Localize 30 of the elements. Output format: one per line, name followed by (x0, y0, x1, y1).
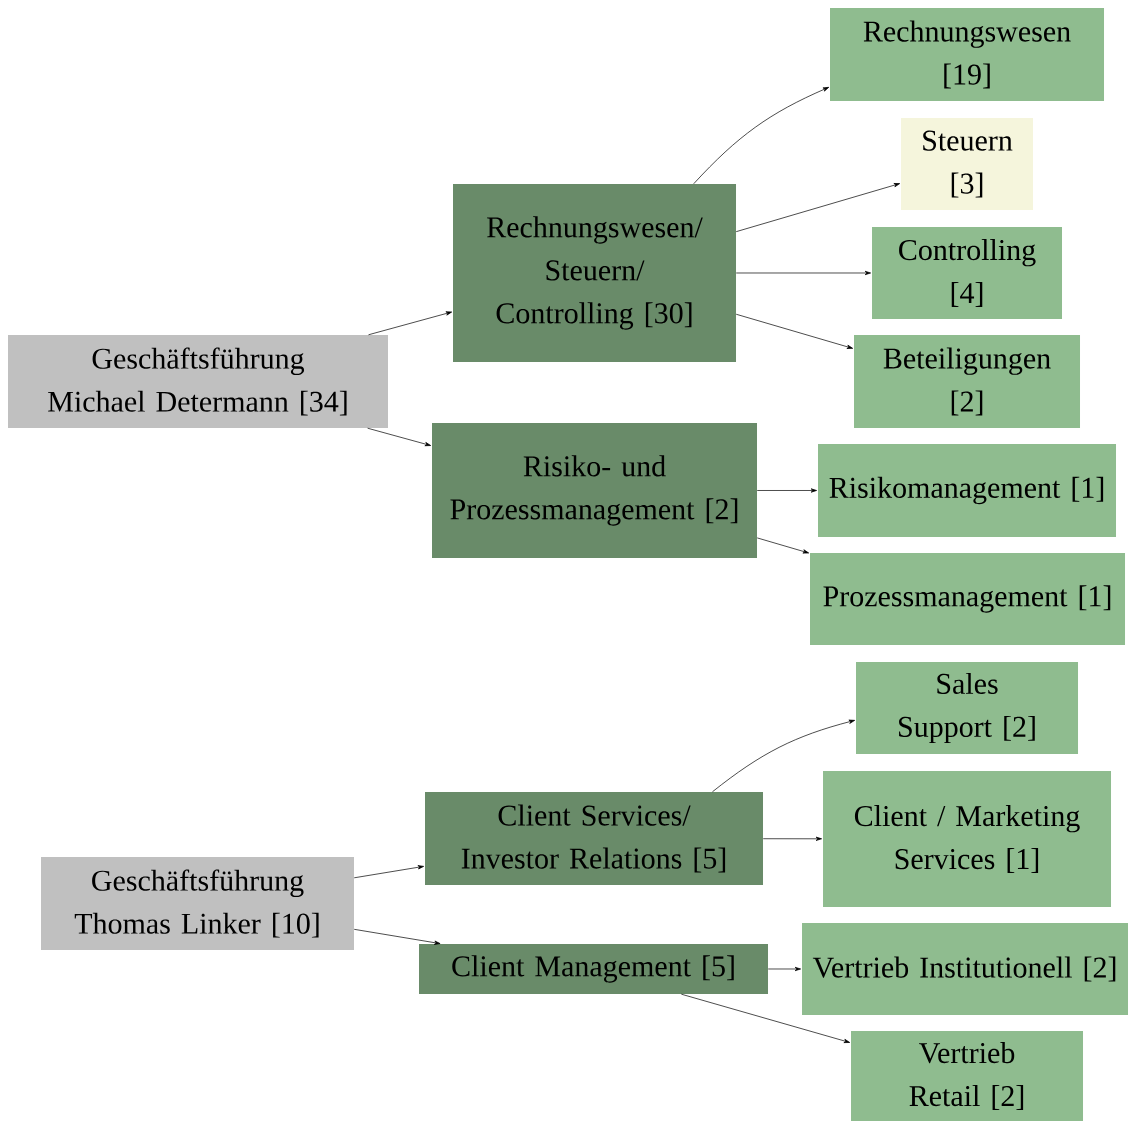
org-box: Vertrieb Retail [2] (851, 1031, 1083, 1121)
org-box: Geschäftsführung Michael Determann [34] (8, 335, 388, 428)
arrow (735, 313, 854, 349)
org-box: Risikomanagement [1] (818, 444, 1116, 537)
arrow (762, 836, 822, 841)
org-box: Sales Support [2] (856, 662, 1078, 754)
org-box: Rechnungswesen [19] (830, 8, 1104, 101)
org-box: Client Management [5] (419, 944, 768, 994)
arrow (767, 966, 801, 972)
arrow (353, 928, 441, 945)
org-box: Geschäftsführung Thomas Linker [10] (41, 857, 354, 950)
org-box: Client / Marketing Services [1] (823, 771, 1111, 907)
arrow (735, 270, 871, 276)
arrow (368, 311, 453, 336)
org-box: Rechnungswesen/ Steuern/ Controlling [30] (453, 184, 736, 362)
org-box: Controlling [4] (872, 227, 1062, 319)
org-box: Client Services/ Investor Relations [5] (425, 792, 763, 885)
arrow (756, 488, 817, 493)
arrow (367, 427, 432, 447)
arrow (756, 537, 810, 554)
org-box: Vertrieb Institutionell [2] (802, 923, 1128, 1015)
org-box: Prozessmanagement [1] (810, 553, 1125, 645)
arrow (712, 719, 855, 793)
org-box: Risiko- und Prozessmanagement [2] (432, 423, 757, 558)
arrow (735, 183, 901, 232)
arrow (681, 993, 851, 1043)
org-box: Beteiligungen [2] (854, 335, 1080, 428)
arrow (693, 87, 830, 185)
arrow (353, 865, 424, 879)
org-box: Steuern [3] (901, 118, 1033, 210)
